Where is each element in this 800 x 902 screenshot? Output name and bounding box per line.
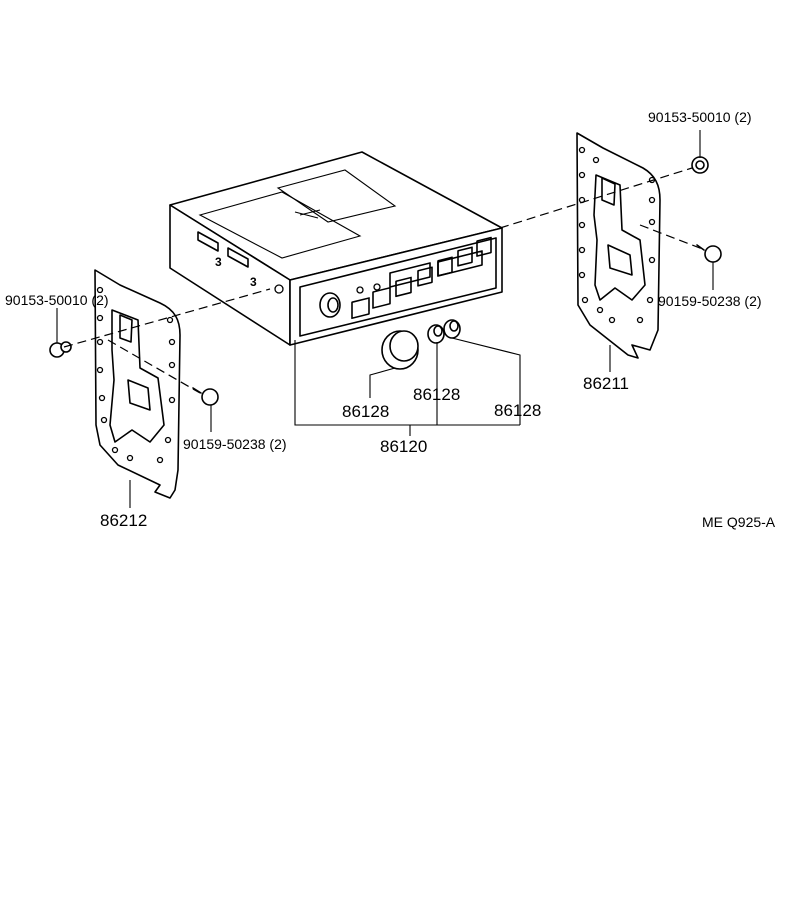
alignment-lines [63,167,706,394]
side-mark-2: 3 [250,275,257,289]
label-drawing-code: ME Q925-A [702,514,776,530]
bracket-left [94,269,181,499]
label-bracket-right: 86211 [583,374,629,393]
knob-large [381,330,419,370]
label-knob-large: 86128 [342,402,389,421]
label-bolt-left: 90153-50010 (2) [5,292,109,308]
knob-small-right [443,319,461,339]
label-radio-assembly: 86120 [380,437,427,456]
label-knob-right: 86128 [494,401,541,420]
label-bolt-upper-right: 90153-50010 (2) [648,109,752,125]
side-mark-1: 3 [215,255,222,269]
label-knob-mid: 86128 [413,385,460,404]
screw-right [696,244,722,263]
bracket-right [576,132,661,359]
label-screw-right: 90159-50238 (2) [658,293,762,309]
label-bracket-left: 86212 [100,511,147,530]
radio-unit [169,151,503,346]
leader-lines [56,130,714,508]
screw-left [192,387,219,406]
knob-small-left [427,324,445,344]
bolt-left [49,341,72,358]
label-screw-left: 90159-50238 (2) [183,436,287,452]
bolt-upper-right [691,156,709,174]
